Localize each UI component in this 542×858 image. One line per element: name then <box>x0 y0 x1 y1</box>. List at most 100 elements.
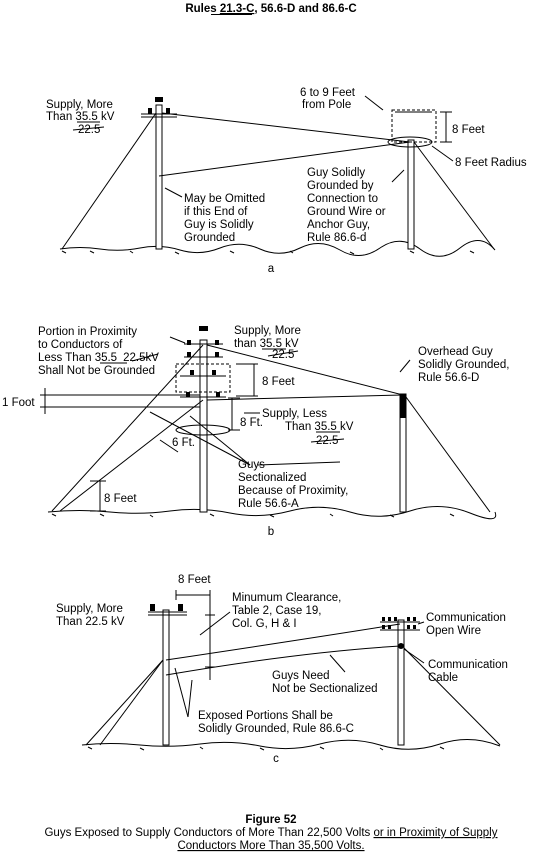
portion-label-b-2: to Conductors of <box>38 339 123 351</box>
panel-b: Portion in Proximity to Conductors of Le… <box>2 325 509 538</box>
ground-line-a <box>59 240 496 257</box>
omit-label-a-4: Grounded <box>184 232 235 244</box>
supply-kv-old-b: 22.5 <box>272 349 294 361</box>
supply-label-c-1: Supply, More <box>56 603 123 615</box>
anchor-right-b <box>405 396 491 513</box>
supply-label-b-2: than 35.5 kV <box>234 338 299 350</box>
supply-label-c-2: Than 22.5 kV <box>56 616 125 628</box>
width-ft-label-b: 6 Ft. <box>172 437 195 449</box>
height-ft-label-b: 8 Ft. <box>240 417 263 429</box>
comm-cable-attach <box>398 643 404 649</box>
caption-a: a <box>268 263 275 275</box>
guy-upper-a <box>161 112 411 143</box>
guy-lower-a <box>158 141 411 177</box>
grounded-label-a-2: Grounded by <box>307 180 374 192</box>
supply-kv-old-a: 22.5 <box>78 124 100 136</box>
comm-open-label-c-2: Open Wire <box>426 625 481 637</box>
insulators-top-b <box>187 326 219 357</box>
strike-a <box>72 126 105 131</box>
strike-b-2 <box>267 350 299 357</box>
anchor-right-a <box>413 141 495 250</box>
portion-label-b-1: Portion in Proximity <box>38 326 137 338</box>
anchor-left-c-1 <box>85 659 164 746</box>
grounded-label-a-5: Anchor Guy, <box>307 219 370 231</box>
guy-lower-b <box>206 394 404 401</box>
panel-c: 8 Feet Supply, More Than 22.5 kV Minumum… <box>56 574 508 765</box>
guy-lower-c <box>165 645 401 676</box>
guys-label-b-1: Guys <box>238 459 265 471</box>
guy-upper-c <box>165 623 401 661</box>
guys-label-b-3: Because of Proximity, <box>238 485 348 497</box>
grounded-label-a-3: Connection to <box>307 193 378 205</box>
less-label-b-1: Supply, Less <box>262 408 327 420</box>
exposed-label-c-1: Exposed Portions Shall be <box>198 710 333 722</box>
guys-label-c-2: Not be Sectionalized <box>272 683 377 695</box>
pole-right-c <box>397 619 405 746</box>
comm-open-label-c-1: Communication <box>426 612 506 624</box>
overhead-label-b-3: Rule 56.6-D <box>418 372 479 384</box>
anchor-left-c-2 <box>99 659 164 746</box>
omit-label-a-2: if this End of <box>184 206 248 218</box>
grounded-section-b <box>400 394 406 418</box>
supply-label-a-1: Supply, More <box>46 99 113 111</box>
insulators-left-a <box>148 97 170 114</box>
header-rules: Rules 21.3-C, 56.6-D and 86.6-C <box>185 3 356 15</box>
radius-label-a: 8 Feet Radius <box>455 157 527 169</box>
anchor-left-a <box>61 112 157 250</box>
ground-hatch-b <box>51 513 455 518</box>
strike-b-3 <box>310 438 345 443</box>
figure-title: Figure 52 <box>245 814 296 826</box>
strike-b-1 <box>131 353 159 362</box>
height-label-a: 8 Feet <box>452 124 485 136</box>
guys-label-c-1: Guys Need <box>272 670 330 682</box>
anchor-right-c <box>403 647 501 746</box>
comm-cable-label-c-2: Cable <box>428 672 458 684</box>
distance-label-a-2: from Pole <box>302 99 351 111</box>
clearance-label-c-2: Table 2, Case 19, <box>232 605 322 617</box>
pole-left-c <box>162 609 170 746</box>
height-label-b: 8 Feet <box>262 376 295 388</box>
pole-left-b <box>199 339 208 513</box>
anchor-left-b-1 <box>51 344 204 512</box>
top-distance-label-c: 8 Feet <box>178 574 211 586</box>
supply-label-a-2: Than 35.5 kV <box>46 111 115 123</box>
insulators-mid-b <box>186 370 220 397</box>
distance-label-a-1: 6 to 9 Feet <box>300 87 356 99</box>
ground-hatch-a <box>61 250 475 255</box>
anchor-left-b-2 <box>59 399 204 512</box>
guys-label-b-2: Sectionalized <box>238 472 306 484</box>
less-label-b-2: Than 35.5 kV <box>285 421 354 433</box>
guy-upper-b <box>206 344 404 396</box>
guys-label-b-4: Rule 56.6-A <box>238 498 299 510</box>
anchor-height-label-b: 8 Feet <box>104 493 137 505</box>
grounded-label-a-4: Ground Wire or <box>307 206 386 218</box>
grounded-label-a-6: Rule 86.6-d <box>307 232 366 244</box>
clearance-label-c-1: Minumum Clearance, <box>232 592 341 604</box>
panel-a: Supply, More Than 35.5 kV 22.5 6 to 9 Fe… <box>46 87 527 275</box>
insulators-left-c <box>150 604 183 611</box>
ground-line-c <box>81 739 501 750</box>
comm-cable-label-c-1: Communication <box>428 659 508 671</box>
figure-caption-line1: Guys Exposed to Supply Conductors of Mor… <box>44 827 497 839</box>
radius-ellipse-a <box>387 136 433 148</box>
grounded-label-a-1: Guy Solidly <box>307 167 365 179</box>
omit-label-a-3: Guy is Solidly <box>184 219 254 231</box>
one-foot-label: 1 Foot <box>2 397 35 409</box>
figure-caption-line2: Conductors More Than 35,500 Volts. <box>177 840 364 852</box>
overhead-label-b-1: Overhead Guy <box>418 346 493 358</box>
exposed-label-c-2: Solidly Grounded, Rule 86.6-C <box>198 723 354 735</box>
pole-right-a <box>407 139 415 250</box>
caption-c: c <box>273 753 279 765</box>
ground-line-b <box>47 506 497 520</box>
caption-b: b <box>268 526 274 538</box>
proximity-box-b <box>175 363 231 393</box>
portion-label-b-4: Shall Not be Grounded <box>38 365 155 377</box>
pole-left-a <box>155 104 163 250</box>
clearance-label-c-3: Col. G, H & I <box>232 618 297 630</box>
ground-hatch-c <box>87 746 445 751</box>
omit-label-a-1: May be Omitted <box>184 193 265 205</box>
supply-label-b-1: Supply, More <box>234 325 301 337</box>
